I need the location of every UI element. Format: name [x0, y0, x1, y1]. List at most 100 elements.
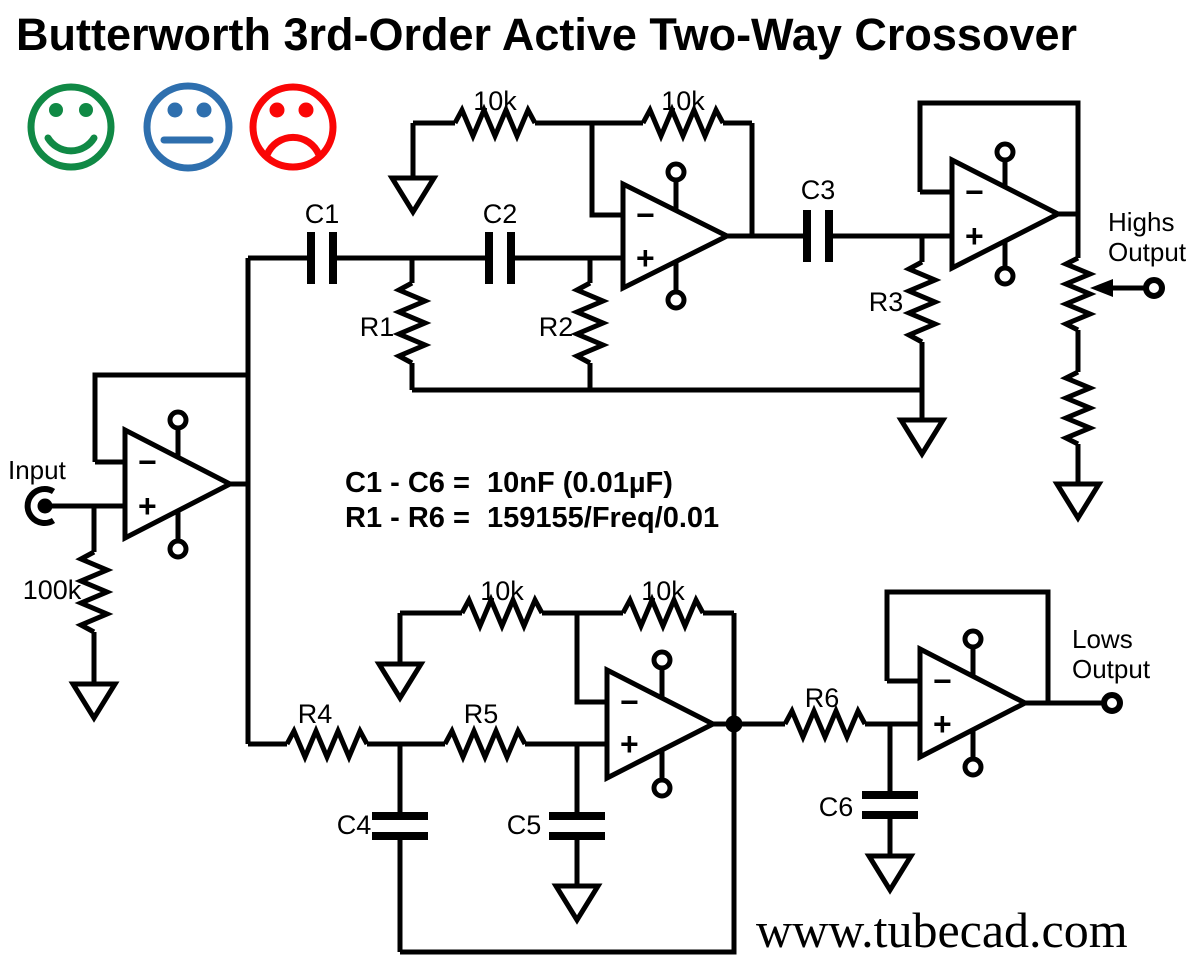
capacitor-formula-rhs: 10nF (0.01µF): [487, 467, 673, 499]
opamp-plus-symbol: +: [620, 726, 639, 762]
opamp-minus-symbol: −: [636, 197, 655, 233]
ground-symbol: [864, 853, 916, 895]
highpass-signal-wires: [248, 233, 952, 420]
resistor-10k-hp1: [452, 103, 538, 143]
power-pin-icon: [651, 649, 673, 671]
power-pin-icon: [665, 161, 687, 183]
opamp-plus-symbol: +: [933, 706, 952, 742]
capacitor-c4: [372, 812, 428, 840]
happy-face-outline: [27, 83, 115, 171]
resistor-r1: [392, 280, 432, 366]
ground-symbol: [551, 883, 603, 925]
opamp-plus-symbol: +: [636, 240, 655, 276]
capacitor-c3: [803, 210, 833, 262]
input-wires: [52, 258, 251, 744]
capacitor-c1: [307, 232, 337, 284]
lows-output-label-line1: Lows: [1072, 624, 1133, 654]
highs-output-label-line1: Highs: [1108, 207, 1174, 237]
sad-face-eye: [269, 102, 285, 118]
neutral-face-outline: [143, 82, 233, 172]
rating-faces: [27, 82, 337, 172]
resistor-100k: [74, 549, 114, 635]
sad-face-icon: [249, 83, 337, 171]
capacitor-c5-label: C5: [507, 810, 542, 840]
capacitor-c2-label: C2: [483, 199, 518, 229]
page-title: Butterworth 3rd-Order Active Two-Way Cro…: [16, 9, 1077, 60]
input-stage: Input 100k − +: [8, 258, 251, 744]
power-pin-icon: [665, 289, 687, 311]
highpass-filter: 10k 10k C1 C2 R1 R2 − +: [248, 86, 952, 420]
junction-dot: [725, 715, 743, 733]
resistor-formula-rhs: 159155/Freq/0.01: [487, 502, 719, 534]
ground-symbol: [896, 417, 948, 459]
input-label: Input: [8, 455, 67, 485]
ground-symbol: [68, 681, 120, 723]
resistor-r3: [902, 259, 942, 345]
resistor-r3-label: R3: [869, 287, 904, 317]
power-pin-icon: [994, 265, 1016, 287]
resistor-r1-label: R1: [360, 312, 395, 342]
capacitor-c4-label: C4: [337, 810, 372, 840]
opamp-highs-buffer: − +: [949, 141, 1064, 287]
resistor-formula-lhs: R1 - R6 =: [345, 502, 470, 534]
highs-output-label-line2: Output: [1108, 237, 1187, 267]
happy-face-eye: [49, 103, 63, 117]
capacitor-c6-label: C6: [819, 792, 854, 822]
lows-output-wires: [884, 589, 1104, 706]
happy-face-smile: [44, 134, 98, 155]
opamp-plus-symbol: +: [965, 218, 984, 254]
highs-output-terminal: [1143, 277, 1165, 299]
lows-output-stage: R6 C6 − + Lows Output: [782, 589, 1151, 895]
ground-symbol: [374, 661, 426, 703]
highs-output-stage: C3 R3 − + Highs Output: [801, 100, 1187, 523]
resistor-10k-lp2-value: 10k: [641, 576, 685, 606]
resistor-r6-label: R6: [805, 683, 840, 713]
resistor-100k-value: 100k: [23, 575, 82, 605]
ground-symbol: [387, 175, 439, 217]
power-pin-icon: [651, 777, 673, 799]
capacitor-formula-lhs: C1 - C6 =: [345, 467, 470, 499]
resistor-r5-label: R5: [464, 699, 499, 729]
power-pin-icon: [167, 409, 189, 431]
resistor-10k-hp2-value: 10k: [661, 86, 705, 116]
sad-face-eye: [298, 102, 314, 118]
power-pin-icon: [962, 756, 984, 778]
neutral-face-eye: [196, 102, 212, 118]
opamp-minus-symbol: −: [620, 684, 639, 720]
capacitor-c6: [862, 791, 918, 819]
opamp-lowpass: − +: [604, 649, 719, 799]
resistor-10k-lp1-value: 10k: [480, 576, 524, 606]
design-formulas: C1 - C6 = 10nF (0.01µF) R1 - R6 = 159155…: [345, 467, 719, 534]
capacitor-c1-label: C1: [305, 199, 340, 229]
highs-output-wires: [917, 100, 1146, 484]
lows-output-label-line2: Output: [1072, 654, 1151, 684]
lowpass-wires: [248, 610, 920, 955]
input-terminal-icon: [24, 486, 56, 526]
opamp-plus-symbol: +: [138, 488, 157, 524]
resistor-r4: [284, 724, 370, 764]
ground-symbol: [1052, 481, 1104, 523]
resistor-r2-label: R2: [539, 312, 574, 342]
happy-face-eye: [79, 103, 93, 117]
opamp-minus-symbol: −: [965, 174, 984, 210]
resistor-r6: [782, 704, 868, 744]
opamp-input-buffer: − +: [122, 409, 236, 560]
lows-output-terminal: [1101, 692, 1123, 714]
potentiometer-wiper-arrow: [1090, 279, 1113, 297]
opamp-lows-buffer: − +: [917, 628, 1031, 778]
neutral-face-icon: [143, 82, 233, 172]
opamp-highpass: − +: [620, 161, 733, 311]
power-pin-icon: [994, 141, 1016, 163]
input-jack-dot: [37, 498, 53, 514]
capacitor-c3-label: C3: [801, 175, 836, 205]
capacitor-c2: [485, 232, 515, 284]
capacitor-c5: [549, 812, 605, 840]
input-jack-arc: [24, 486, 56, 526]
happy-face-icon: [27, 83, 115, 171]
power-pin-icon: [962, 628, 984, 650]
website-watermark: www.tubecad.com: [756, 902, 1128, 958]
resistor-10k-lp1: [459, 593, 545, 633]
potentiometer-body: [1059, 255, 1097, 447]
resistor-10k-hp1-value: 10k: [473, 86, 517, 116]
